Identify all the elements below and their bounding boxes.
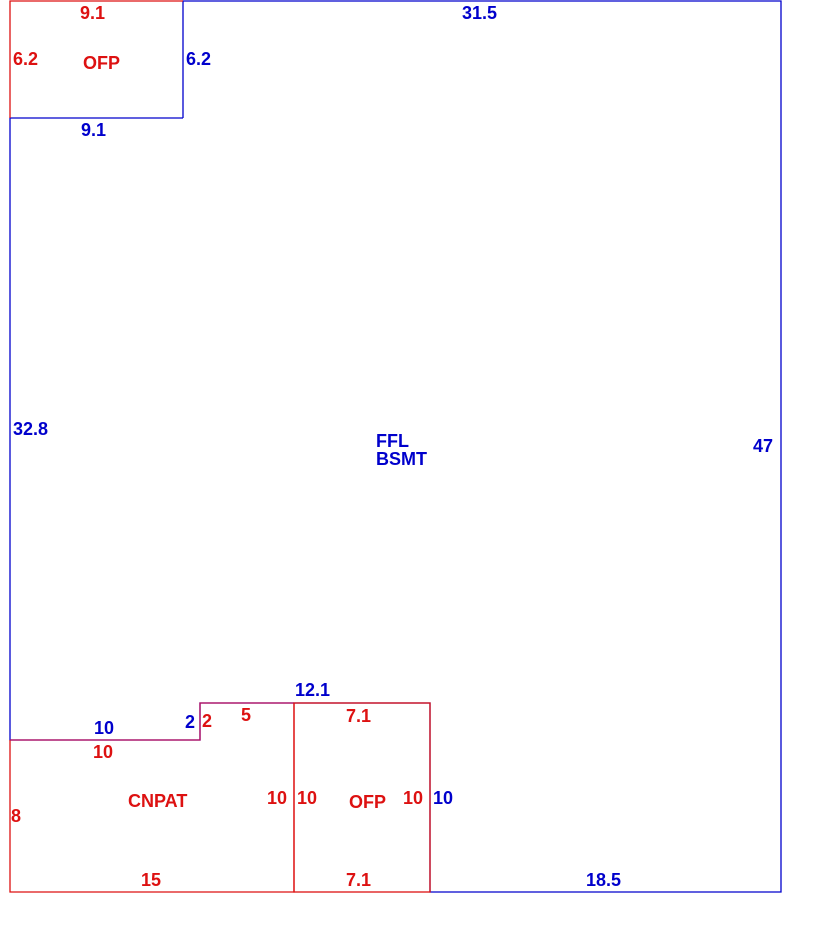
ofp-bottom-dim-bottom: 7.1 <box>346 870 371 890</box>
cnpat-dim-left: 8 <box>11 806 21 826</box>
cnpat-name: CNPAT <box>128 791 187 811</box>
ofp-top-dim-top: 9.1 <box>80 3 105 23</box>
cnpat-dim-step-vertical: 2 <box>202 711 212 731</box>
cnpat-dim-top: 10 <box>93 742 113 762</box>
cnpat-dim-step-top: 5 <box>241 705 251 725</box>
main-dim-notch-step-side: 10 <box>94 718 114 738</box>
cnpat-dim-right: 10 <box>267 788 287 808</box>
main-dim-right: 47 <box>753 436 773 456</box>
main-dim-notch-step-vertical: 2 <box>185 712 195 732</box>
main-dim-left: 32.8 <box>13 419 48 439</box>
ofp-bottom-dim-left: 10 <box>297 788 317 808</box>
ofp-bottom-dim-top: 7.1 <box>346 706 371 726</box>
main-dim-bottom: 18.5 <box>586 870 621 890</box>
ofp-bottom-name: OFP <box>349 792 386 812</box>
cnpat-dim-bottom: 15 <box>141 870 161 890</box>
cnpat-shared-boundary <box>10 702 294 741</box>
main-area-name-line2: BSMT <box>376 449 427 469</box>
ofp-bottom-dim-right: 10 <box>403 788 423 808</box>
main-area-name-line1: FFL <box>376 431 409 451</box>
ofp-top-outline <box>9 0 183 118</box>
main-dim-ofp-bottom-inner: 9.1 <box>81 120 106 140</box>
ofp-bottom-outline <box>293 702 431 893</box>
main-dim-ofp-top-inner: 6.2 <box>186 49 211 69</box>
main-dim-inner-ofp-right: 10 <box>433 788 453 808</box>
ofp-top-dim-left: 6.2 <box>13 49 38 69</box>
main-dim-top: 31.5 <box>462 3 497 23</box>
ofp-top-name: OFP <box>83 53 120 73</box>
main-dim-notch-top: 12.1 <box>295 680 330 700</box>
